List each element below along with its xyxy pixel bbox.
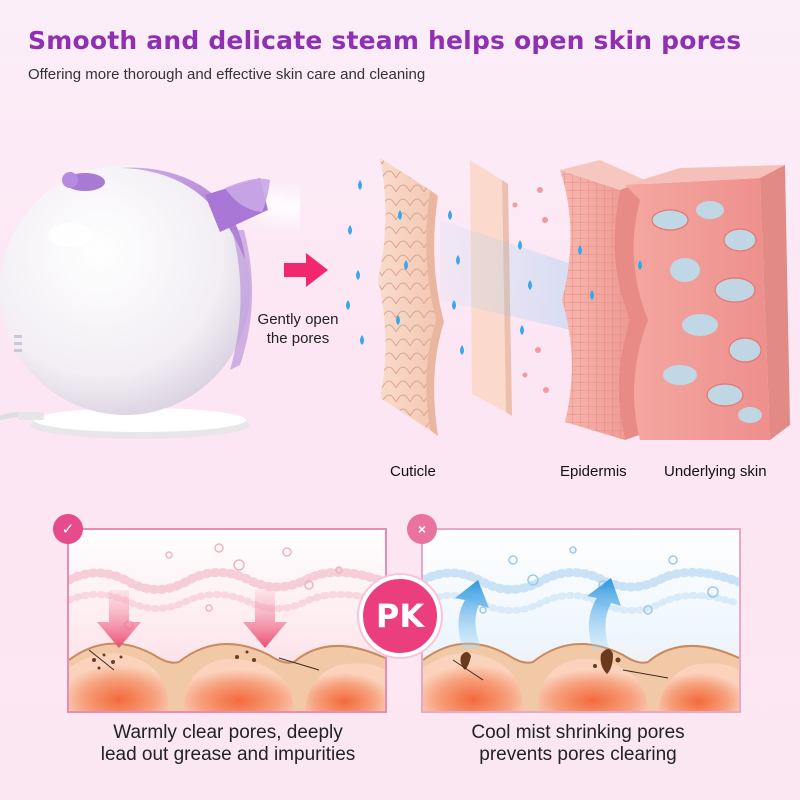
pore-note-line1: Gently open bbox=[257, 311, 339, 328]
pk-badge: PK bbox=[359, 575, 441, 657]
page-subtitle: Offering more thorough and effective ski… bbox=[28, 66, 426, 83]
cool-mist-panel bbox=[421, 528, 741, 713]
label-epidermis: Epidermis bbox=[560, 463, 627, 480]
cool-mist-illustration bbox=[423, 530, 739, 711]
check-icon: ✓ bbox=[53, 514, 83, 544]
warm-steam-illustration bbox=[69, 530, 385, 711]
cool-mist-caption: Cool mist shrinking pores prevents pores… bbox=[408, 722, 748, 766]
page-title: Smooth and delicate steam helps open ski… bbox=[28, 26, 742, 55]
warm-caption-line1: Warmly clear pores, deeply bbox=[113, 722, 343, 743]
cool-caption-line1: Cool mist shrinking pores bbox=[471, 722, 685, 743]
arrow-right-icon bbox=[284, 253, 328, 287]
label-cuticle: Cuticle bbox=[390, 463, 436, 480]
label-underlying-skin: Underlying skin bbox=[664, 463, 767, 480]
warm-caption-line2: lead out grease and impurities bbox=[100, 744, 356, 765]
pore-note-line2: the pores bbox=[266, 330, 330, 347]
cross-icon: × bbox=[407, 514, 437, 544]
warm-steam-panel bbox=[67, 528, 387, 713]
steamer-image bbox=[0, 165, 300, 439]
warm-steam-caption: Warmly clear pores, deeply lead out grea… bbox=[58, 722, 398, 766]
pore-note: Gently open the pores bbox=[238, 310, 358, 348]
skin-layers-illustration bbox=[346, 158, 790, 440]
cool-caption-line2: prevents pores clearing bbox=[479, 744, 677, 765]
